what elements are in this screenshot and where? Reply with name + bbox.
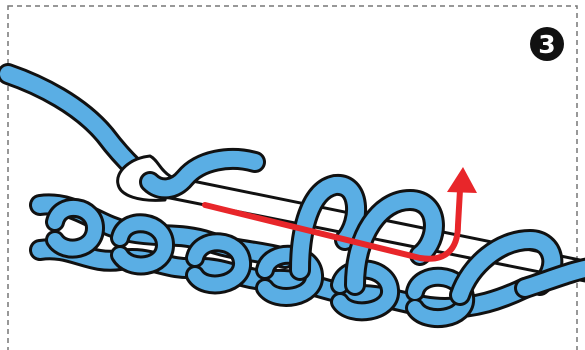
dashed-border [7, 5, 578, 350]
loops-on-hook [289, 174, 564, 306]
yarn-tail-right [514, 257, 585, 299]
direction-arrow-icon [202, 167, 477, 262]
step-number-badge: 3 [530, 27, 564, 61]
yarn-over-hook [139, 148, 266, 200]
